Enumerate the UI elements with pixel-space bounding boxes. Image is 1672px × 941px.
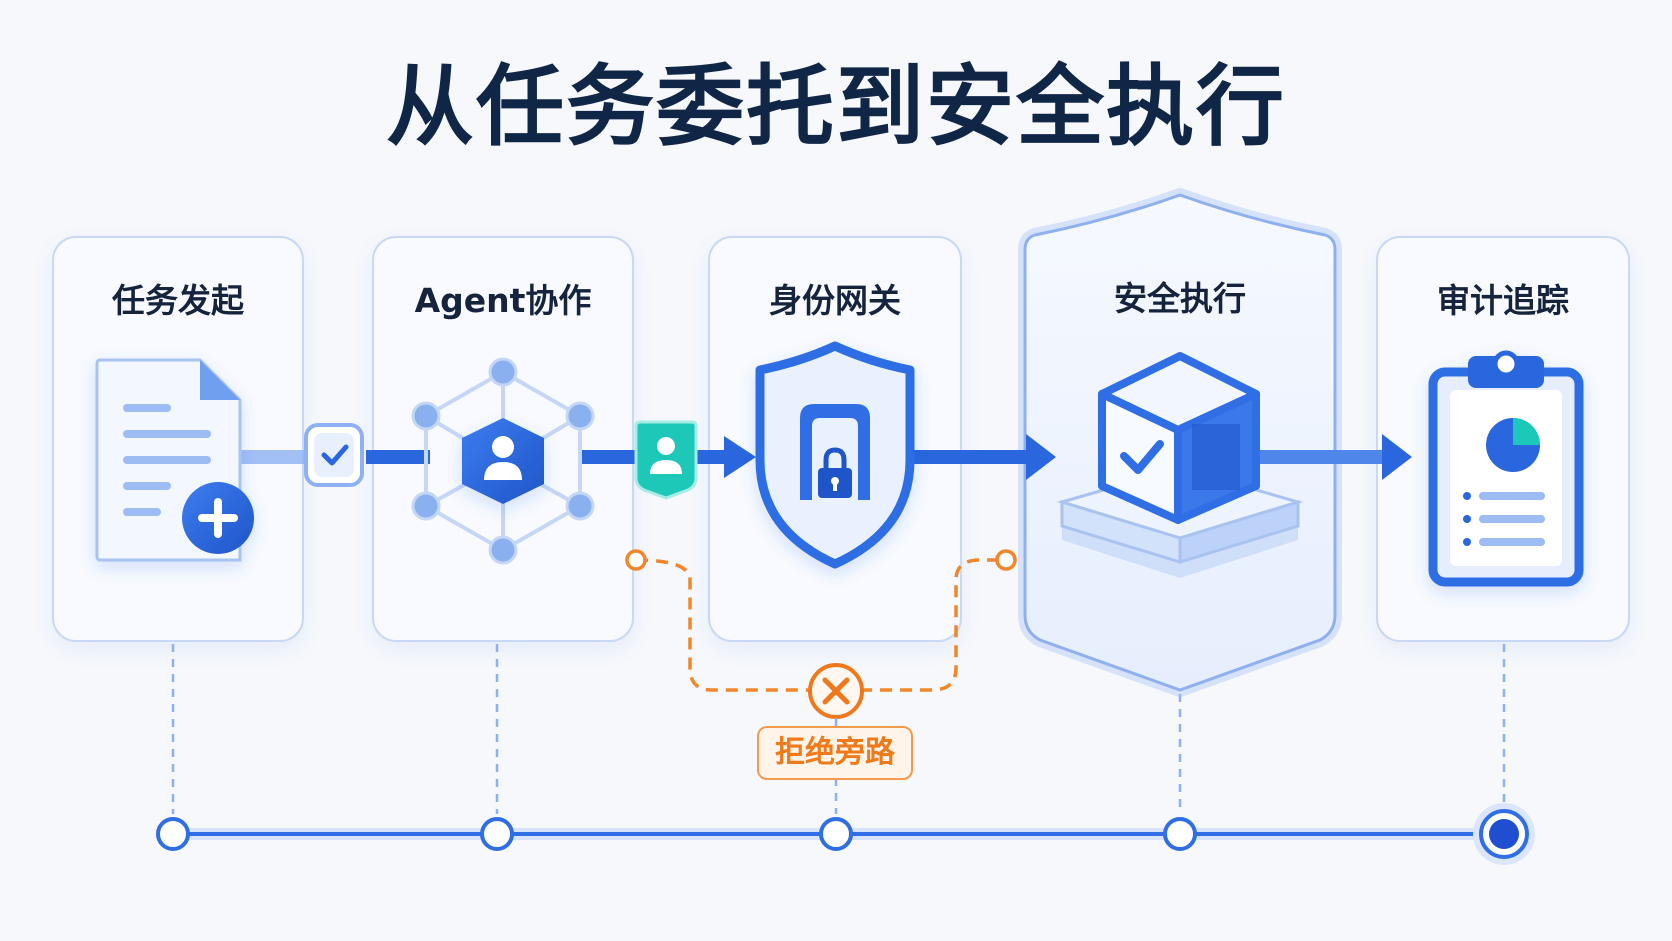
stage-label: 安全执行 bbox=[1114, 279, 1246, 318]
verified-user-icon bbox=[634, 420, 698, 500]
flow-connector bbox=[238, 434, 1412, 480]
reject-x-icon bbox=[808, 663, 864, 719]
checkbox-check-icon bbox=[304, 423, 364, 487]
document-plus-icon bbox=[95, 358, 254, 562]
secure-cube-icon bbox=[1056, 352, 1304, 578]
page-title: 从任务委托到安全执行 bbox=[385, 55, 1286, 158]
stage-label: 身份网关 bbox=[769, 281, 901, 320]
agent-network-icon bbox=[411, 357, 595, 565]
bypass-path bbox=[625, 549, 1017, 692]
timeline-node bbox=[819, 817, 853, 851]
timeline-node bbox=[156, 817, 190, 851]
stage-label: Agent协作 bbox=[414, 281, 592, 320]
timeline-node bbox=[480, 817, 514, 851]
timeline bbox=[156, 803, 1535, 865]
stage-label: 审计追踪 bbox=[1437, 281, 1569, 320]
stage-card-identity-gateway: 身份网关 bbox=[708, 236, 962, 642]
stage-label: 任务发起 bbox=[112, 281, 244, 320]
bypass-reject-badge: 拒绝旁路 bbox=[757, 726, 913, 780]
shield-lock-icon bbox=[755, 341, 915, 569]
clipboard-chart-icon bbox=[1428, 350, 1584, 587]
timeline-node bbox=[1163, 817, 1197, 851]
